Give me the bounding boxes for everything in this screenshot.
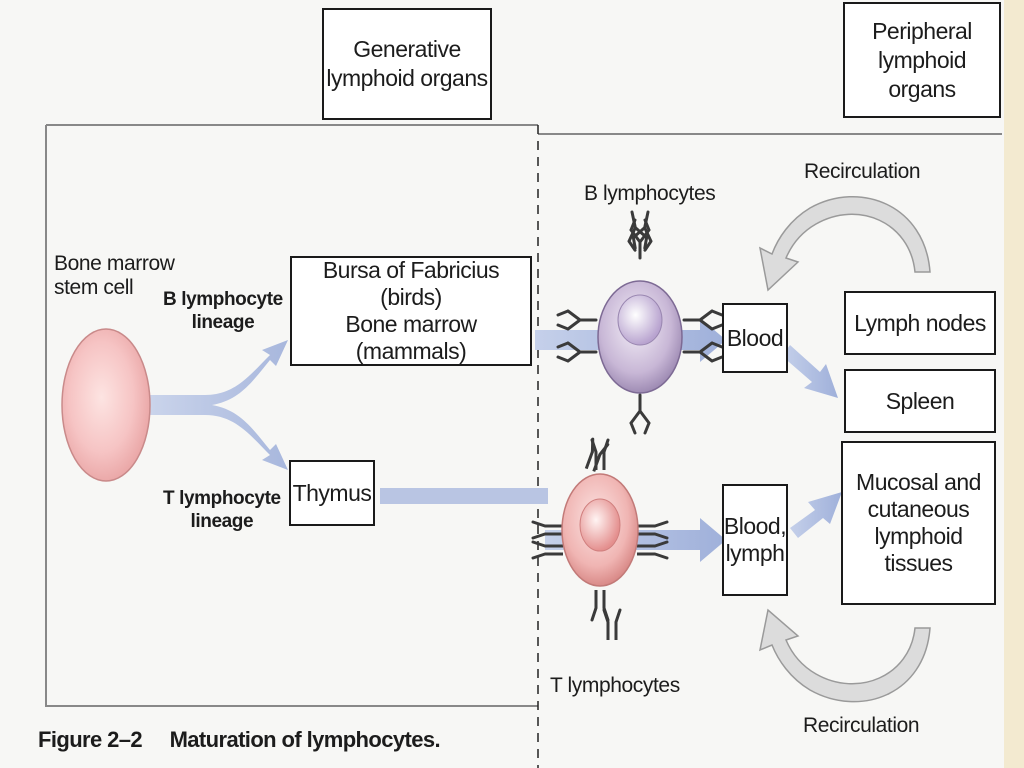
blood-box: Blood (722, 303, 788, 373)
generative-header-line1: Generative (353, 36, 461, 62)
recirculation-bottom-arrow (758, 608, 931, 703)
mucosal-line3: lymphoid tissues (874, 523, 963, 576)
blood-lymph-to-organs-arrow (790, 492, 842, 538)
blood-to-organs-arrow (782, 345, 838, 398)
generative-header-line2: lymphoid organs (326, 65, 488, 91)
left-panel-frame (45, 124, 538, 707)
b-lymphocyte (556, 208, 724, 435)
lineage-branch-arrow (150, 340, 288, 470)
b-lineage-label: B lymphocyte lineage (163, 288, 283, 334)
thymus-box: Thymus (289, 460, 375, 526)
b-lineage-line1: B lymphocyte (163, 289, 283, 310)
peripheral-organs-header: Peripheral lymphoid organs (843, 2, 1001, 118)
blood-lymph-line2: lymph (725, 540, 785, 566)
figure-title: Maturation of lymphocytes. (169, 727, 441, 752)
right-margin-strip (1004, 0, 1024, 768)
peripheral-header-line1: Peripheral (872, 17, 972, 44)
stem-label-line2: stem cell (54, 276, 134, 299)
t-lymphocytes-label: T lymphocytes (550, 674, 680, 697)
recirculation-bottom-label: Recirculation (803, 714, 920, 737)
bursa-bone-marrow-box: Bursa of Fabricius (birds) Bone marrow (… (290, 256, 532, 366)
b-lineage-line2: lineage (191, 312, 255, 333)
bursa-line1: Bursa of Fabricius (birds) (322, 257, 500, 310)
recirculation-top-label: Recirculation (804, 160, 921, 183)
spleen-box: Spleen (844, 369, 996, 433)
peripheral-header-line2: lymphoid organs (877, 46, 967, 102)
figure-number: Figure 2–2 (38, 727, 143, 752)
b-lymphocytes-label: B lymphocytes (584, 182, 716, 205)
generative-organs-header: Generative lymphoid organs (322, 8, 492, 120)
t-lineage-line1: T lymphocyte (163, 488, 281, 509)
t-lineage-label: T lymphocyte lineage (163, 487, 281, 533)
mucosal-line2: cutaneous (867, 496, 970, 522)
t-lymphocyte (531, 437, 669, 642)
stem-cell (61, 328, 151, 482)
mucosal-tissues-box: Mucosal and cutaneous lymphoid tissues (841, 441, 996, 605)
thymus-to-t-arrow (380, 488, 548, 504)
figure-caption: Figure 2–2 Maturation of lymphocytes. (38, 727, 441, 753)
stem-cell-label: Bone marrow stem cell (54, 252, 175, 300)
mucosal-line1: Mucosal and (856, 469, 981, 495)
bursa-line2: Bone marrow (mammals) (345, 311, 477, 364)
lymph-nodes-box: Lymph nodes (844, 291, 996, 355)
blood-lymph-box: Blood, lymph (722, 484, 788, 596)
blood-lymph-line1: Blood, (723, 513, 787, 539)
stem-label-line1: Bone marrow (54, 252, 175, 275)
t-lineage-line2: lineage (190, 511, 254, 532)
recirculation-top-arrow (758, 195, 931, 292)
